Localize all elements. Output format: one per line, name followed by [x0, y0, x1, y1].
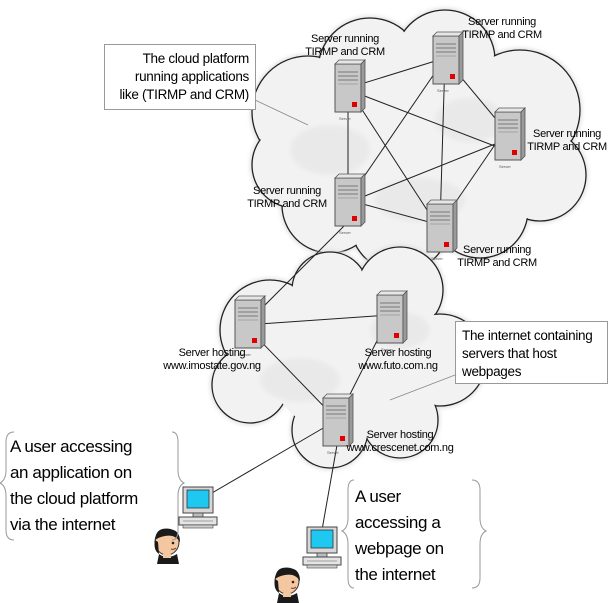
left-brace	[0, 431, 15, 541]
right-brace	[471, 479, 488, 589]
user-cloud-note: A user accessing an application on the c…	[10, 437, 138, 534]
computer-icon	[178, 486, 218, 529]
computer-icon	[302, 526, 342, 569]
server-icon	[494, 107, 526, 170]
user-web-note: A user accessing a webpage on the intern…	[355, 487, 444, 584]
server-icon	[376, 290, 408, 353]
callout-leaders	[254, 99, 456, 401]
server-icon	[426, 199, 458, 262]
left-brace	[171, 431, 186, 541]
server-icon	[432, 31, 464, 94]
server-icon	[334, 173, 366, 236]
left-brace	[340, 479, 355, 589]
server-icon	[334, 59, 366, 122]
cloud-platform-note: The cloud platform running applications …	[104, 44, 256, 110]
internet-note: The internet containing servers that hos…	[455, 321, 608, 384]
person-icon	[274, 567, 301, 603]
